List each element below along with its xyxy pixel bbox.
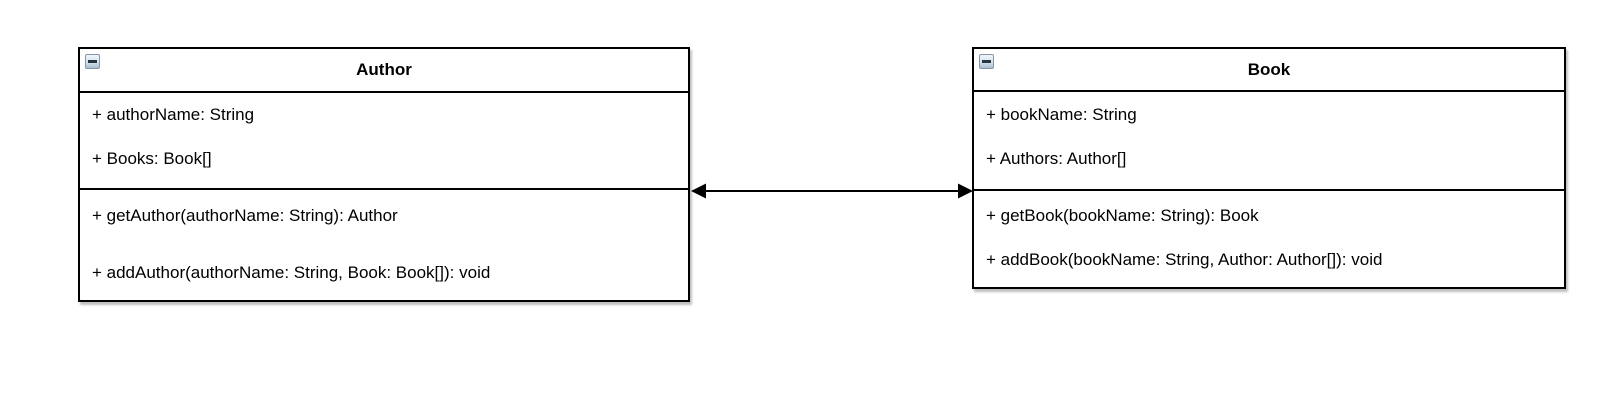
attribute-row[interactable]: + bookName: String: [986, 105, 1137, 124]
class-title: Author: [356, 60, 412, 79]
class-title: Book: [1247, 59, 1291, 79]
methods-section-author: + getAuthor(authorName: String): Author …: [80, 190, 688, 298]
attributes-section-book: + bookName: String + Authors: Author[]: [974, 92, 1564, 191]
class-box-author[interactable]: Author + authorName: String + Books: Boo…: [78, 47, 690, 302]
attributes-section-author: + authorName: String + Books: Book[]: [80, 93, 688, 190]
attribute-row[interactable]: + Authors: Author[]: [986, 149, 1127, 168]
class-header-book[interactable]: Book: [974, 49, 1564, 92]
method-row[interactable]: + addBook(bookName: String, Author: Auth…: [986, 250, 1383, 269]
association-connector[interactable]: [690, 179, 974, 203]
minus-icon: [982, 60, 991, 63]
method-row[interactable]: + getBook(bookName: String): Book: [986, 206, 1259, 225]
methods-section-book: + getBook(bookName: String): Book + addB…: [974, 191, 1564, 285]
method-row[interactable]: + addAuthor(authorName: String, Book: Bo…: [92, 263, 491, 282]
method-row[interactable]: + getAuthor(authorName: String): Author: [92, 206, 398, 225]
attribute-row[interactable]: + authorName: String: [92, 105, 255, 124]
minus-icon: [88, 60, 97, 63]
collapse-toggle-button[interactable]: [979, 54, 994, 69]
arrowhead-left-icon: [691, 183, 706, 199]
class-header-author[interactable]: Author: [80, 49, 688, 93]
arrowhead-right-icon: [958, 183, 973, 199]
collapse-toggle-button[interactable]: [85, 54, 100, 69]
class-box-book[interactable]: Book + bookName: String + Authors: Autho…: [972, 47, 1566, 289]
attribute-row[interactable]: + Books: Book[]: [92, 149, 212, 168]
